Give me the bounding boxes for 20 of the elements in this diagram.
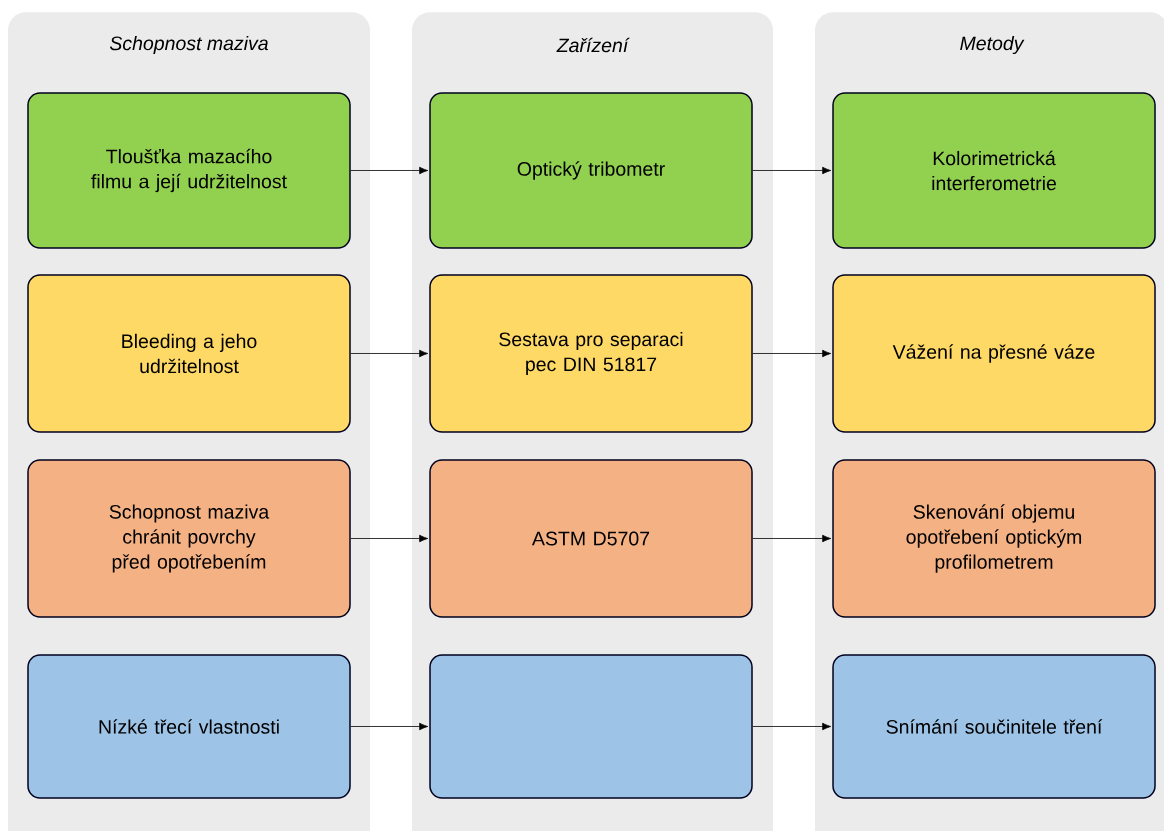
arrow xyxy=(350,349,429,358)
process-box xyxy=(429,654,753,799)
process-box: Bleeding a jeho udržitelnost xyxy=(27,274,351,433)
process-box: Tloušťka mazacího filmu a její udržitelnost xyxy=(27,92,351,249)
process-box: Optický tribometr xyxy=(429,92,753,249)
arrow xyxy=(752,534,832,543)
arrow xyxy=(752,722,832,731)
process-box: ASTM D5707 xyxy=(429,459,753,618)
process-box: Snímání součinitele tření xyxy=(832,654,1156,799)
process-box: Skenování objemu opotřebení optickým profilometrem xyxy=(832,459,1156,618)
arrow xyxy=(350,722,429,731)
process-box: Nízké třecí vlastnosti xyxy=(27,654,351,799)
arrow xyxy=(350,166,429,175)
arrow xyxy=(350,534,429,543)
process-box: Vážení na přesné váze xyxy=(832,274,1156,433)
arrow xyxy=(752,349,832,358)
process-box: Kolorimetrická interferometrie xyxy=(832,92,1156,249)
process-box: Schopnost maziva chránit povrchy před opotřebením xyxy=(27,459,351,618)
process-box: Sestava pro separaci pec DIN 51817 xyxy=(429,274,753,433)
arrow xyxy=(752,166,832,175)
